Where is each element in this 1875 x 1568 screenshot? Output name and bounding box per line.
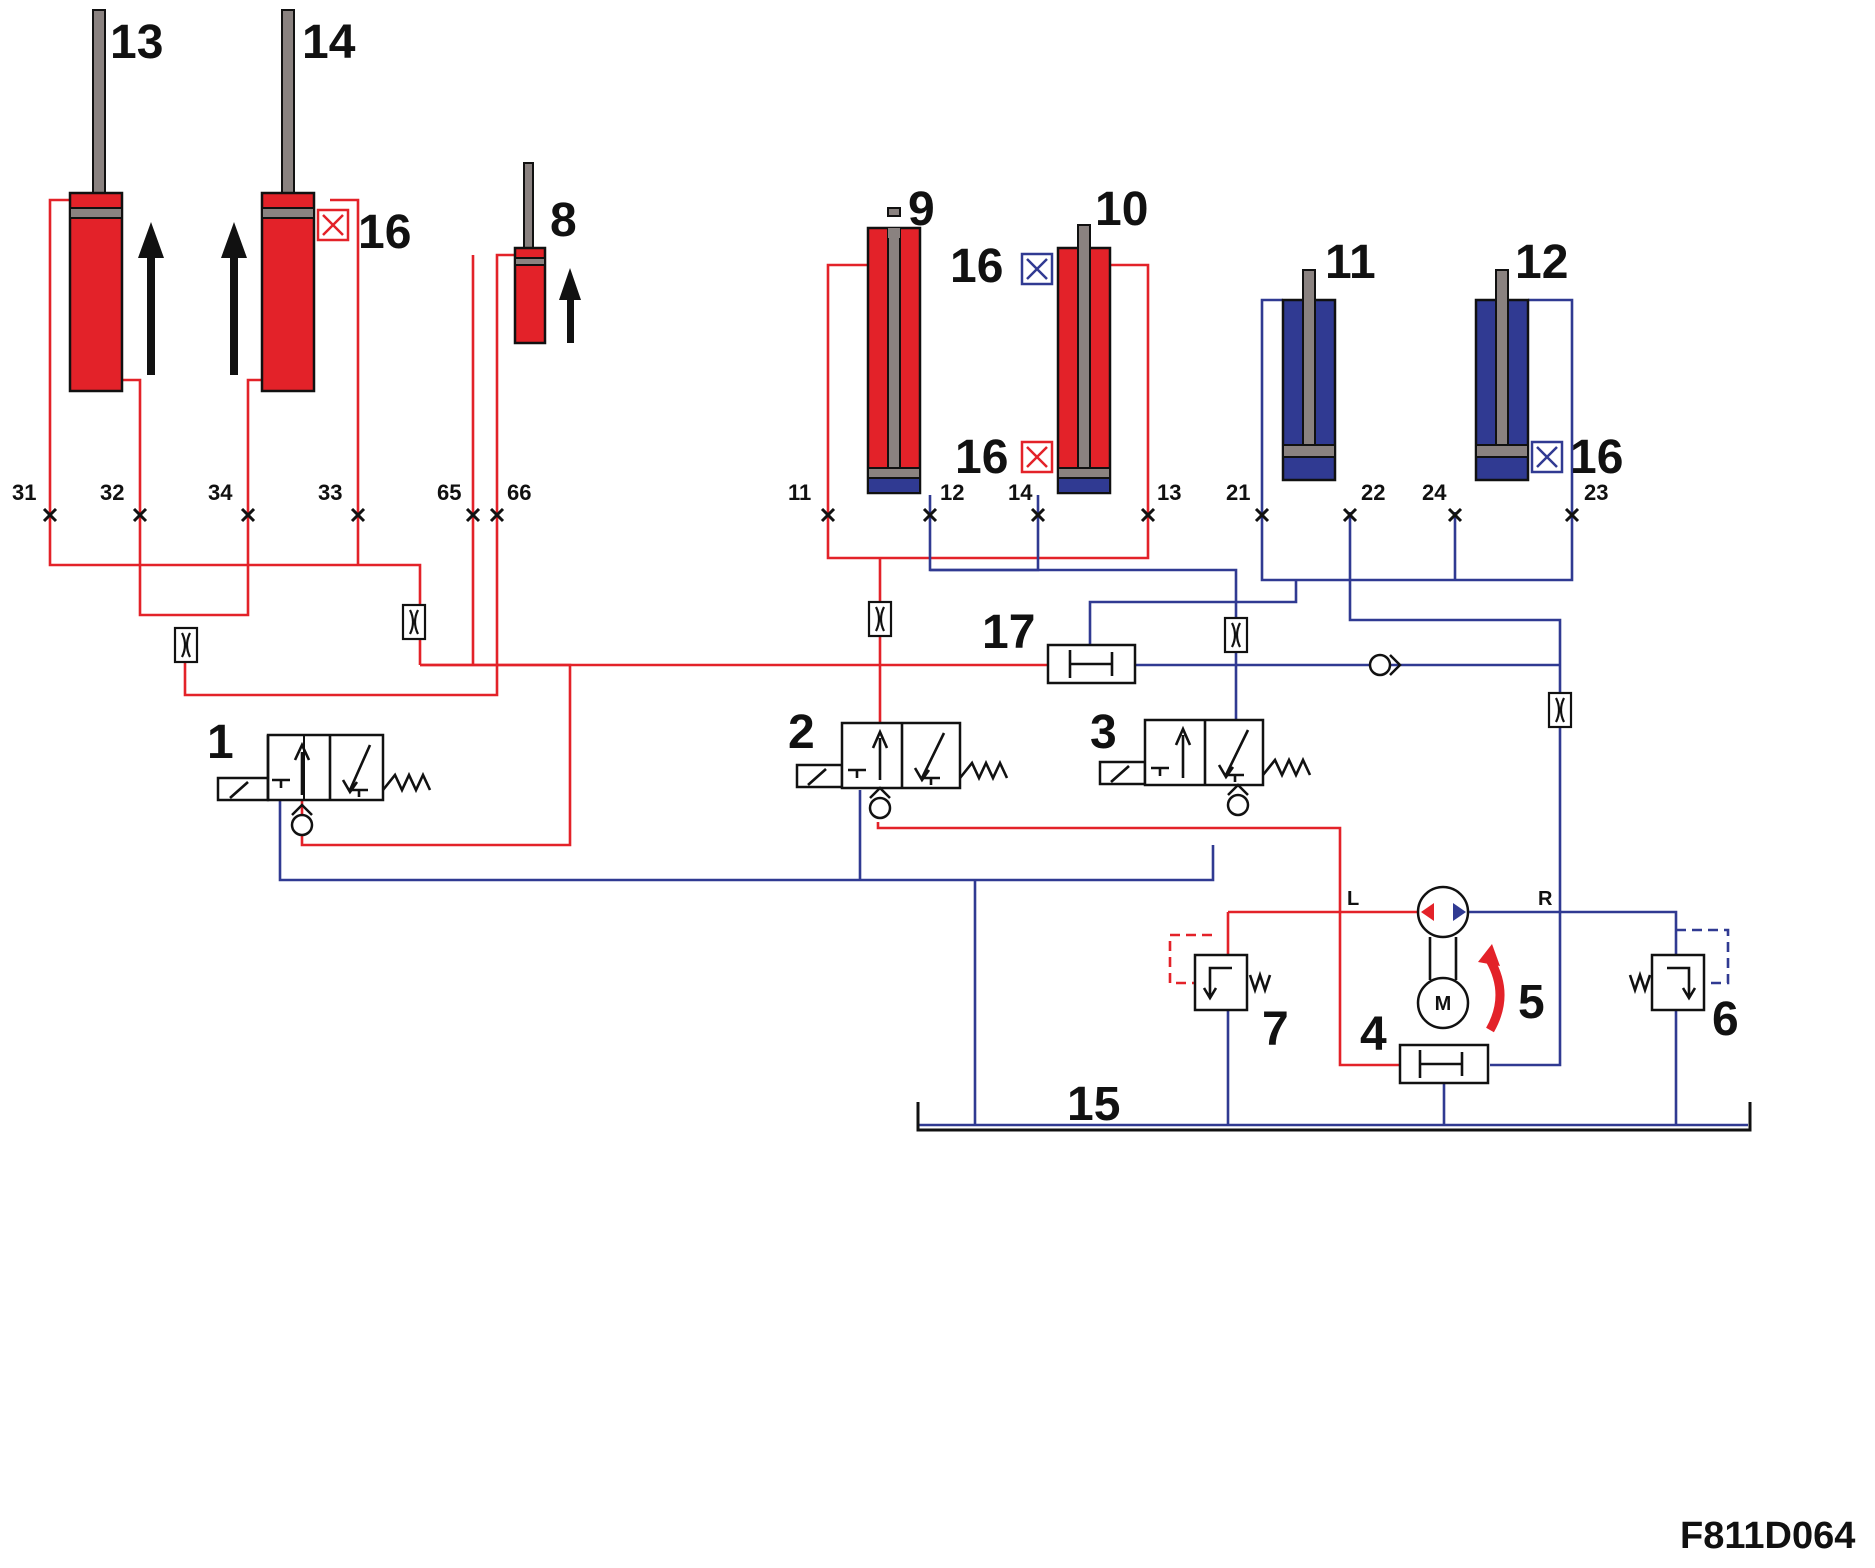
- check-valve-icon: [1228, 785, 1248, 815]
- port-22: 22: [1361, 480, 1385, 505]
- port-11: 11: [788, 480, 811, 505]
- crossed-box-icon: [1022, 254, 1052, 284]
- label-16-a: 16: [358, 206, 411, 259]
- pump-5: [1418, 887, 1468, 980]
- port-labels: 31 32 34 33 65 66 11 12 14 13 21 22 24 2…: [12, 480, 1608, 505]
- motor-label: M: [1435, 993, 1452, 1015]
- relief-valve-7: [1195, 955, 1270, 1010]
- orifice-icon: [403, 605, 425, 639]
- port-14: 14: [1008, 480, 1033, 505]
- arrow-up-icon: [221, 222, 247, 375]
- shuttle-valve-4: [1400, 1045, 1488, 1083]
- port-66: 66: [507, 480, 531, 505]
- label-11: 11: [1325, 236, 1376, 289]
- label-4: 4: [1360, 1008, 1387, 1061]
- port-31: 31: [12, 480, 36, 505]
- curved-arrow-icon: [1478, 944, 1500, 1030]
- label-15: 15: [1067, 1078, 1120, 1131]
- motor: M: [1418, 978, 1468, 1028]
- arrow-up-icon: [559, 268, 581, 343]
- shuttle-valve-17: [1048, 645, 1135, 683]
- port-24: 24: [1422, 480, 1447, 505]
- port-12: 12: [940, 480, 964, 505]
- port-65: 65: [437, 480, 461, 505]
- pump-port-r: R: [1538, 888, 1553, 910]
- relief-valve-6: [1630, 955, 1704, 1010]
- label-16-b: 16: [950, 240, 1003, 293]
- port-13: 13: [1157, 480, 1181, 505]
- label-14: 14: [302, 16, 356, 69]
- label-8: 8: [550, 194, 577, 247]
- cylinder-8: [515, 163, 545, 343]
- crossed-box-icon: [1532, 442, 1562, 472]
- orifice-icon: [175, 628, 197, 662]
- directional-valve-3: [1100, 720, 1310, 785]
- directional-valve-1: [218, 735, 430, 800]
- pressure-lines: [50, 200, 1418, 1065]
- label-10: 10: [1095, 183, 1148, 236]
- crossed-box-icon: [318, 210, 348, 240]
- port-33: 33: [318, 480, 342, 505]
- crossed-box-icon: [1022, 442, 1052, 472]
- orifice-icon: [1225, 618, 1247, 652]
- label-1: 1: [207, 716, 234, 769]
- label-3: 3: [1090, 706, 1117, 759]
- cylinder-11: [1283, 270, 1335, 480]
- cylinder-9: [868, 208, 920, 493]
- cylinder-10: [1058, 225, 1110, 493]
- port-markers: [44, 509, 1578, 521]
- port-23: 23: [1584, 480, 1608, 505]
- label-2: 2: [788, 706, 815, 759]
- label-16-d: 16: [1570, 431, 1623, 484]
- label-17: 17: [982, 606, 1035, 659]
- label-16-c: 16: [955, 431, 1008, 484]
- orifice-icon: [1549, 693, 1571, 727]
- label-9: 9: [908, 183, 935, 236]
- label-7: 7: [1262, 1003, 1289, 1056]
- port-34: 34: [208, 480, 233, 505]
- port-21: 21: [1226, 480, 1250, 505]
- label-12: 12: [1515, 236, 1568, 289]
- cylinder-12: [1476, 270, 1528, 480]
- figure-code: F811D064: [1680, 1515, 1855, 1557]
- arrow-up-icon: [138, 222, 164, 375]
- port-32: 32: [100, 480, 124, 505]
- directional-valve-2: [797, 723, 1007, 788]
- label-6: 6: [1712, 993, 1739, 1046]
- check-valve-icon: [870, 788, 890, 818]
- pump-port-l: L: [1347, 888, 1359, 910]
- label-13: 13: [110, 16, 163, 69]
- orifice-icon: [869, 602, 891, 636]
- label-5: 5: [1518, 976, 1545, 1029]
